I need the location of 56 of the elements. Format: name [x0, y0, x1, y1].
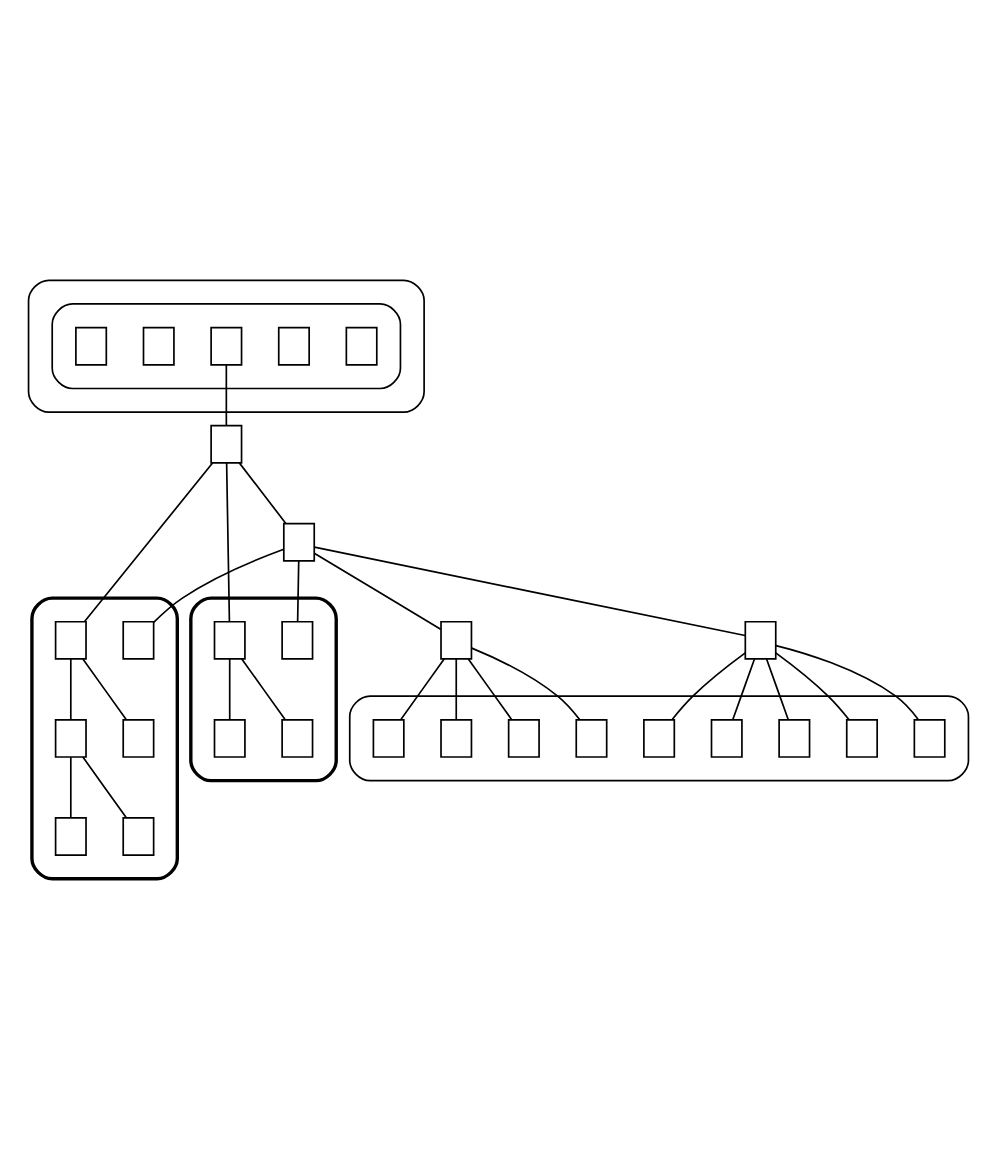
connector: [671, 651, 747, 720]
connector: [69, 755, 72, 818]
node-box: [213, 620, 246, 660]
connector: [296, 559, 300, 622]
node-box: [913, 718, 946, 758]
connector: [225, 363, 228, 426]
node-box: [345, 326, 378, 366]
node-box: [54, 620, 87, 660]
node-box: [277, 326, 310, 366]
cluster: [30, 595, 179, 880]
node-box: [440, 718, 473, 758]
connector: [470, 646, 581, 720]
node-box: [122, 718, 155, 758]
connector: [69, 657, 72, 720]
connector: [765, 657, 789, 720]
node-box: [440, 620, 473, 660]
connector: [82, 755, 127, 818]
connector: [225, 461, 231, 622]
node-box: [575, 718, 608, 758]
node-box: [281, 620, 314, 660]
cluster: [27, 278, 425, 413]
cluster: [348, 694, 970, 781]
node-box: [507, 718, 540, 758]
node-box: [710, 718, 743, 758]
node-box: [213, 718, 246, 758]
node-box: [372, 718, 405, 758]
node-box: [122, 620, 155, 660]
connector: [455, 657, 458, 720]
connector: [83, 461, 214, 622]
connector: [467, 657, 513, 720]
connector: [82, 657, 127, 720]
node-box: [122, 816, 155, 856]
node-box: [210, 326, 243, 366]
cluster: [189, 595, 338, 782]
node-box: [778, 718, 811, 758]
node-box: [142, 326, 175, 366]
connector: [313, 552, 442, 630]
node-box: [54, 718, 87, 758]
connector: [228, 657, 231, 720]
connector: [152, 548, 284, 623]
node-box: [744, 620, 777, 660]
node-box: [282, 522, 316, 562]
cluster: [51, 302, 402, 389]
connector: [400, 657, 445, 720]
connector: [238, 461, 287, 524]
node-box: [75, 326, 108, 366]
node-box: [281, 718, 314, 758]
connector: [313, 545, 746, 636]
node-box: [643, 718, 676, 758]
connector: [774, 651, 850, 720]
node-box: [845, 718, 878, 758]
connector: [775, 644, 919, 720]
connector: [732, 657, 756, 720]
connector: [240, 657, 286, 720]
node-box: [210, 424, 243, 464]
node-box: [54, 816, 87, 856]
